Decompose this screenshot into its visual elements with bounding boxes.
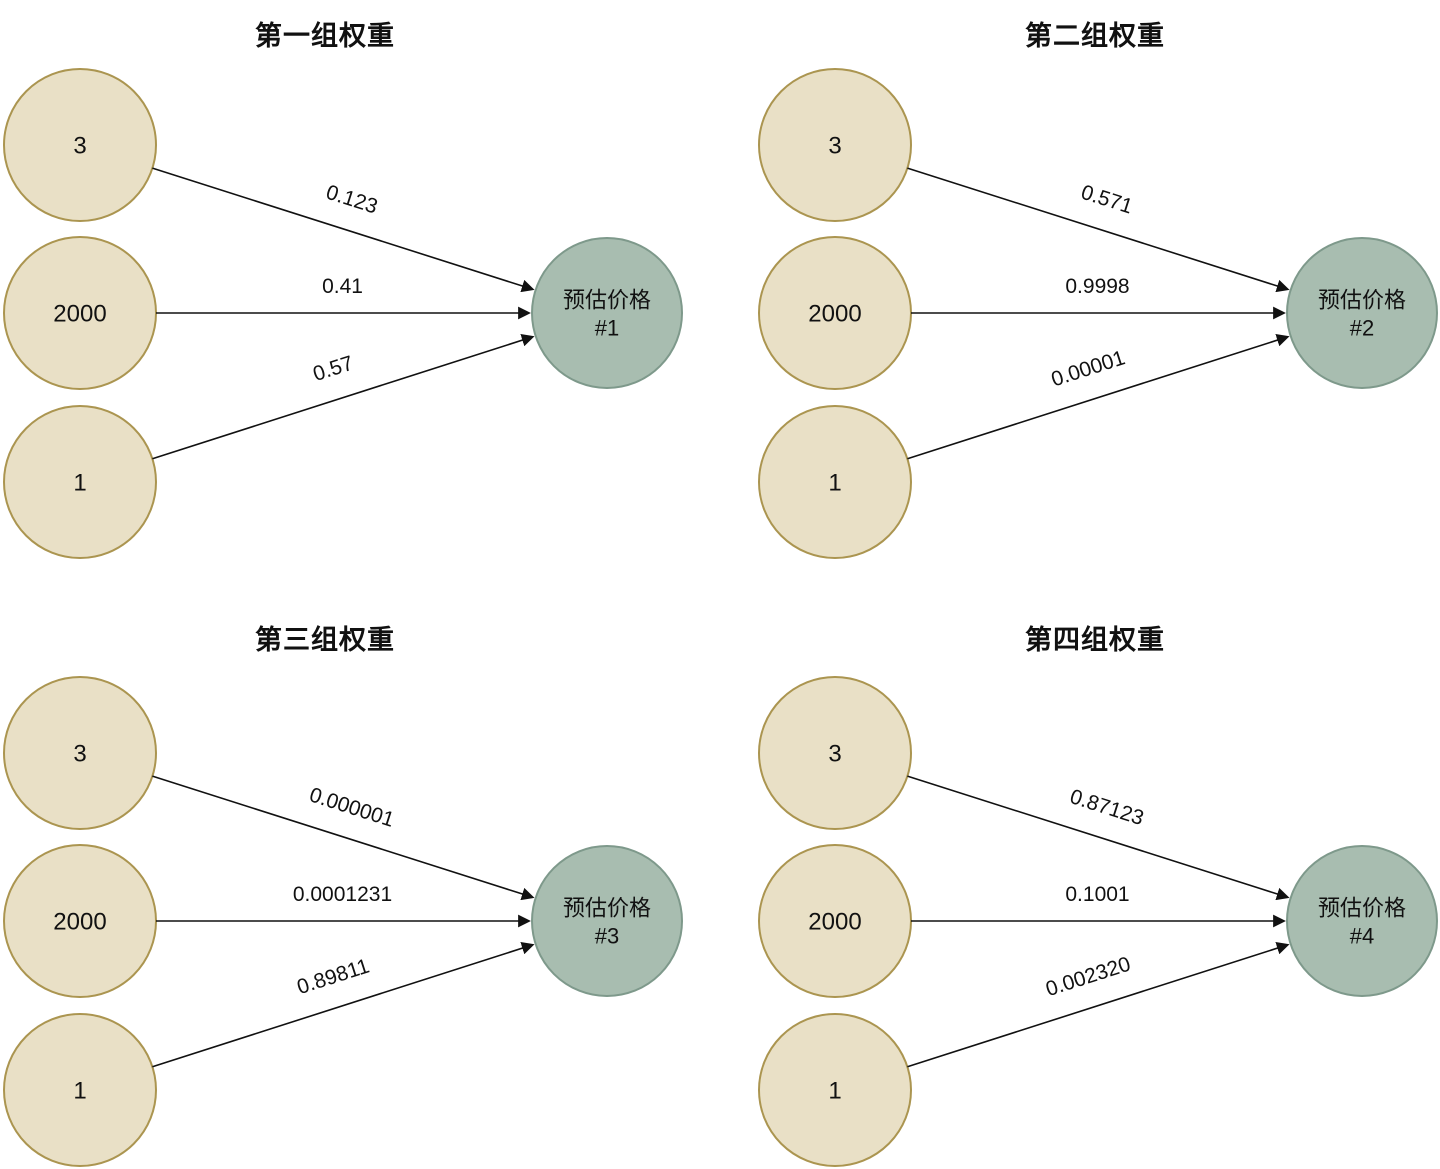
- diagram-panel: 3 2000 1 预估价格 #1 0.123 0.41 0.57: [3, 68, 683, 559]
- input-node-label: 2000: [808, 300, 861, 327]
- output-node: [1286, 237, 1438, 389]
- output-node: [531, 845, 683, 997]
- input-node-label: 3: [828, 132, 841, 159]
- output-node-label: 预估价格: [563, 288, 651, 313]
- input-node-label: 1: [73, 1077, 86, 1104]
- weight-arrow: [152, 775, 535, 901]
- weight-label: 0.89811: [294, 955, 372, 1000]
- weight-arrow: [907, 334, 1290, 460]
- input-node: [3, 676, 157, 830]
- weight-label: 0.000001: [307, 783, 397, 832]
- weight-label: 0.123: [323, 181, 380, 219]
- weight-arrow: [152, 334, 535, 460]
- input-node-label: 1: [828, 469, 841, 496]
- output-node-sublabel: #3: [595, 924, 619, 949]
- input-node-label: 1: [73, 469, 86, 496]
- panel-title-group2: 第二组权重: [1025, 21, 1165, 51]
- input-node-label: 3: [73, 740, 86, 767]
- weight-label: 0.0001231: [293, 883, 392, 906]
- output-node-sublabel: #4: [1350, 924, 1374, 949]
- diagram-panel: 3 2000 1 预估价格 #3 0.000001 0.0001231 0.89811: [3, 676, 683, 1167]
- weight-label: 0.1001: [1065, 883, 1129, 906]
- output-node-label: 预估价格: [1318, 288, 1406, 313]
- output-node-label: 预估价格: [563, 896, 651, 921]
- input-node: [758, 1013, 912, 1167]
- output-node-sublabel: #1: [595, 316, 619, 341]
- input-node: [3, 68, 157, 222]
- input-node-label: 3: [828, 740, 841, 767]
- input-node: [758, 68, 912, 222]
- input-node-label: 1: [828, 1077, 841, 1104]
- weight-label: 0.002320: [1043, 952, 1133, 1001]
- diagram-panel: 3 2000 1 预估价格 #2 0.571 0.9998 0.00001: [758, 68, 1438, 559]
- input-node: [758, 676, 912, 830]
- weight-label: 0.87123: [1067, 785, 1146, 830]
- input-node-label: 3: [73, 132, 86, 159]
- output-node: [531, 237, 683, 389]
- input-node: [758, 405, 912, 559]
- diagram-panel: 3 2000 1 预估价格 #4 0.87123 0.1001 0.002320: [758, 676, 1438, 1167]
- input-node: [3, 405, 157, 559]
- input-node-label: 2000: [53, 908, 106, 935]
- weight-arrow: [907, 775, 1290, 901]
- input-node: [3, 1013, 157, 1167]
- weight-label: 0.00001: [1049, 346, 1128, 391]
- weight-label: 0.57: [310, 352, 356, 386]
- input-node-label: 2000: [53, 300, 106, 327]
- weight-arrow: [907, 942, 1290, 1068]
- weight-label: 0.41: [322, 275, 363, 298]
- input-node-label: 2000: [808, 908, 861, 935]
- weight-label: 0.571: [1078, 181, 1135, 219]
- panel-title-group1: 第一组权重: [255, 21, 395, 51]
- weight-arrow: [907, 167, 1290, 293]
- output-node: [1286, 845, 1438, 997]
- panel-title-group4: 第四组权重: [1025, 625, 1165, 655]
- weight-label: 0.9998: [1065, 275, 1129, 298]
- output-node-sublabel: #2: [1350, 316, 1374, 341]
- output-node-label: 预估价格: [1318, 896, 1406, 921]
- weight-arrow: [152, 167, 535, 293]
- panel-title-group3: 第三组权重: [255, 625, 395, 655]
- weight-arrow: [152, 942, 535, 1068]
